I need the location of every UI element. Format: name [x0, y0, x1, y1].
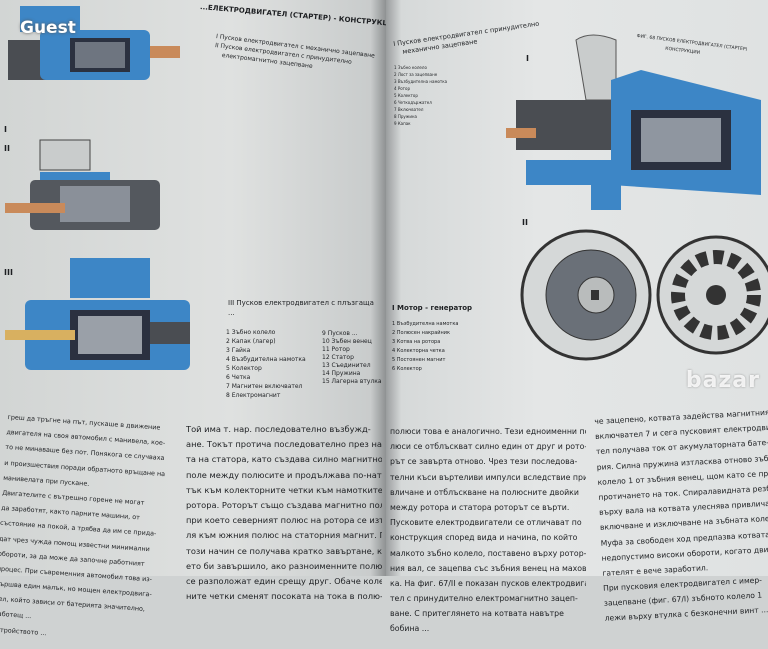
text-line: люси се отблъскват силно един от друг и …: [390, 442, 586, 452]
legend-item: 2 Лост за зацепване: [394, 72, 438, 77]
starter-cutaway-diagram: [506, 34, 761, 210]
guest-watermark: Guest: [20, 18, 76, 38]
text-line: ето би завършило, ако разноименните полю…: [186, 560, 382, 571]
generator-diagram-left: [520, 229, 652, 361]
legend-item: 6 Четка: [226, 374, 251, 381]
legend-item: 9 Пусков ...: [322, 330, 358, 337]
site-logo-watermark: bazar: [685, 368, 760, 393]
text-line: при което северният полюс на ротора се и…: [186, 515, 382, 526]
legend-item: 9 Капак: [394, 121, 411, 126]
text-line: рът се завърта отново. Чрез тези последо…: [390, 457, 578, 467]
legend-item: 1 Възбудителна намотка: [392, 321, 459, 327]
fig-label-ii: II: [4, 144, 10, 153]
legend-item: 15 Лагерна втулка: [322, 378, 382, 385]
text-line: малкото зъбно колело, поставено върху ро…: [390, 548, 586, 558]
mg-legend: 1 Възбудителна намотка 2 Полюсен накрайн…: [392, 320, 458, 374]
text-line: ка. На фиг. 67/II е показан пусков елект…: [390, 578, 586, 588]
legend-item: 8 Пружина: [394, 114, 417, 119]
legend-item: 3 Гайка: [226, 347, 251, 354]
legend-item: 4 Ротор: [394, 86, 410, 91]
legend-item: 5 Постоянен магнит: [392, 357, 446, 363]
starter-diagram-iii: [5, 258, 190, 370]
text-line: ане. Токът протича последователно през н…: [186, 439, 382, 450]
text-line: поле между полюсите и продължава по-ната…: [186, 469, 382, 480]
text-line: ване. С притеглянето на котвата навътре: [390, 609, 564, 619]
legend-item: 6 Четкодържател: [394, 100, 432, 105]
text-column-3: полюси това е аналогично. Тези едноименн…: [390, 424, 586, 637]
fig-label-i: I: [4, 125, 7, 134]
legend-item: 6 Колектор: [392, 366, 422, 372]
text-column-4: че зацепено, котвата задейства магнитния…: [594, 405, 768, 626]
legend-item: 4 Възбудителна намотка: [226, 356, 306, 363]
text-line: ния вал, се зацепва със зъбния венец на …: [390, 563, 586, 573]
legend-item: 4 Колекторна четка: [392, 348, 445, 354]
legend-item: 2 Капак (лагер): [226, 338, 276, 345]
starter-diagram-i: [8, 6, 180, 80]
text-line: тък към колекторните четки към намотките…: [186, 484, 382, 495]
legend-item: 7 Магнитен включвател: [226, 383, 303, 390]
left-diagrams: [5, 6, 190, 370]
fig-label-ii: II: [522, 218, 528, 227]
legend-item: 5 Колектор: [394, 93, 418, 98]
text-line: полюси това е аналогично. Тези едноименн…: [390, 427, 586, 436]
legend-item: 3 Възбудителна намотка: [394, 79, 448, 84]
legend-item: 3 Котва на ротора: [392, 339, 441, 345]
text-column-2: Той има т. нар. последователно възбужд- …: [186, 422, 382, 604]
legend-top: 1 Зъбно колело 2 Лост за зацепване 3 Въз…: [394, 64, 447, 127]
legend-item: 11 Ротор: [322, 346, 350, 353]
legend-b: 9 Пусков ... 10 Зъбен венец 11 Ротор 12 …: [322, 330, 382, 386]
legend-item: 5 Колектор: [226, 365, 262, 372]
text-line: ните четки сменят посоката на тока в пол…: [186, 591, 382, 602]
right-diagrams: [506, 34, 768, 361]
text-line: тел с принудително електромагнитно зацеп…: [390, 594, 578, 604]
captions: I Пусков електродвигател с механично зац…: [213, 32, 376, 78]
fig-label-i: I: [526, 54, 529, 63]
text-line: ля към южния полюс на статорния магнит. …: [186, 530, 382, 541]
legend-item: 8 Електромагнит: [226, 392, 281, 399]
text-line: конструкция според вида и начина, по кой…: [390, 533, 578, 543]
text-line: бобина ...: [390, 624, 430, 634]
legend-item: 13 Съединител: [322, 362, 371, 369]
text-line: та на статора, като създава силно магнит…: [186, 454, 382, 465]
right-page: I Пусков електродвигател с принудително …: [386, 0, 768, 633]
page-header: ...ЕЛЕКТРОДВИГАТЕЛ (СТАРТЕР) - КОНСТРУКЦ…: [199, 3, 401, 29]
text-line: този начин се получава кратко завъртане,…: [186, 545, 382, 556]
legend-item: 12 Статор: [322, 354, 354, 361]
text-column-1: греш да тръгне на път, пускаше в движени…: [0, 410, 180, 649]
text-line: Той има т. нар. последователно възбужд-: [186, 424, 371, 434]
text-line: между ротора и статора роторът се върти.: [390, 502, 570, 512]
legend-item: 1 Зъбно колело: [226, 329, 276, 336]
text-line: вличане и отблъскване на полюсните двойк…: [390, 487, 579, 497]
text-line: Пусковите електродвигатели се отличават …: [390, 518, 582, 528]
legend-item: 1 Зъбно колело: [394, 65, 427, 70]
starter-diagram-ii: [5, 139, 160, 230]
legend-a: 1 Зъбно колело 2 Капак (лагер) 3 Гайка 4…: [226, 328, 306, 400]
legend-item: 7 Включвател: [394, 107, 424, 112]
legend-item: 2 Полюсен накрайник: [392, 330, 451, 336]
mg-title: I Мотор - генератор: [392, 304, 473, 312]
text-line: се разположат един срещу друг. Обаче кол…: [186, 575, 382, 586]
legend-item: 10 Зъбен венец: [322, 338, 372, 345]
legend-title: III Пусков електродвигател с плъзгаща ..…: [228, 299, 374, 317]
fig-label-iii: III: [4, 268, 13, 277]
left-page: ...ЕЛЕКТРОДВИГАТЕЛ (СТАРТЕР) - КОНСТРУКЦ…: [0, 0, 401, 637]
text-line: ротора. Роторът също създава магнитно по…: [186, 499, 382, 510]
generator-diagram-right: [656, 235, 768, 355]
text-line: телни къси въртеливи импулси вследствие …: [390, 472, 586, 482]
legend-item: 14 Пружина: [322, 370, 361, 377]
